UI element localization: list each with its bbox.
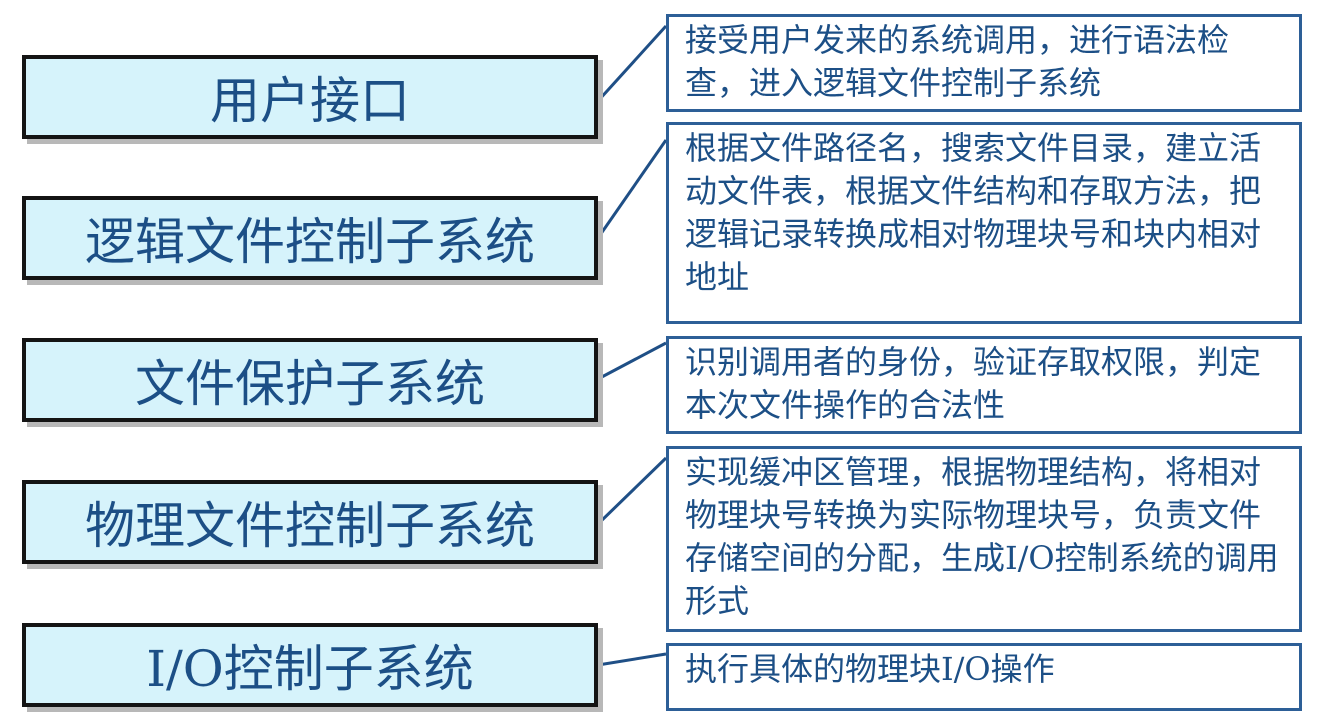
description-box-logical-file-control: 根据文件路径名，搜索文件目录，建立活动文件表，根据文件结构和存取方法，把逻辑记录… — [666, 122, 1302, 324]
connector-line-1 — [596, 24, 668, 103]
connector-line-4 — [596, 456, 668, 526]
layer-label: 逻辑文件控制子系统 — [85, 213, 535, 271]
layer-box-io-control: I/O控制子系统 — [22, 623, 598, 707]
layer-box-file-protection: 文件保护子系统 — [22, 338, 598, 422]
layer-box-user-interface: 用户接口 — [22, 55, 598, 139]
description-box-user-interface: 接受用户发来的系统调用，进行语法检查，进入逻辑文件控制子系统 — [666, 14, 1302, 112]
connector-line-3 — [597, 341, 667, 381]
layer-label: 用户接口 — [210, 72, 410, 130]
description-box-file-protection: 识别调用者的身份，验证存取权限，判定本次文件操作的合法性 — [666, 336, 1302, 434]
connector-line-5 — [597, 652, 667, 667]
layer-label: I/O控制子系统 — [146, 640, 474, 698]
connector-line-2 — [596, 139, 668, 239]
layer-label: 文件保护子系统 — [135, 355, 485, 413]
layer-label: 物理文件控制子系统 — [85, 497, 535, 555]
layer-box-logical-file-control: 逻辑文件控制子系统 — [22, 196, 598, 280]
description-box-physical-file-control: 实现缓冲区管理，根据物理结构，将相对物理块号转换为实际物理块号，负责文件存储空间… — [666, 446, 1302, 632]
description-box-io-control: 执行具体的物理块I/O操作 — [666, 643, 1302, 711]
layer-box-physical-file-control: 物理文件控制子系统 — [22, 480, 598, 564]
